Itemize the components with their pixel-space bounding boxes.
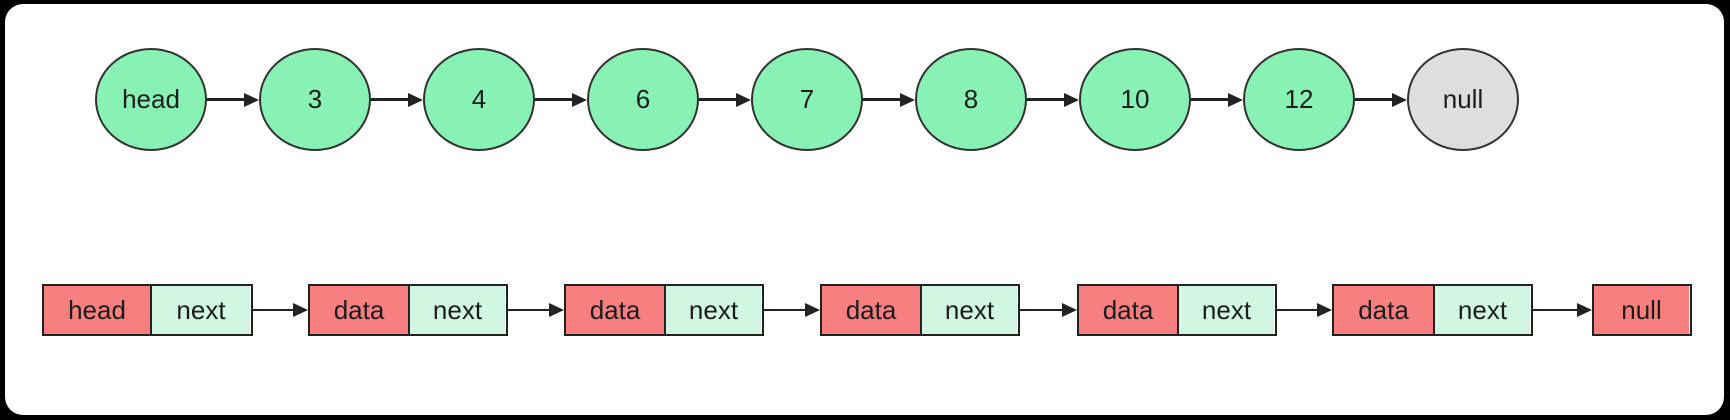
arrow-shaft [1191,98,1228,101]
memory-cell-label: next [1201,294,1252,325]
arrow-head [1064,92,1079,107]
memory-cell-next: next [408,286,505,334]
memory-node-head: head next [42,284,253,336]
circle-node-4: 4 [423,48,535,151]
arrow-shaft [699,98,736,101]
top-arrow-icon [207,92,259,107]
circle-node-label: 3 [307,84,323,114]
arrow-head [736,92,751,107]
memory-cell-label: next [944,294,995,325]
memory-node-data: data next [564,284,764,336]
arrow-head [1062,303,1077,317]
arrow-shaft [1020,308,1062,312]
arrow-shaft [1027,98,1064,101]
memory-node-data: data next [820,284,1020,336]
circle-node-12: 12 [1243,48,1355,151]
memory-cell-label: data [333,294,385,325]
circle-node-head: head [95,48,207,151]
circle-node-label: 6 [635,84,651,114]
circle-node-null: null [1407,48,1519,151]
arrow-head [900,92,915,107]
arrow-shaft [253,308,293,312]
memory-cell-data: data [1334,286,1433,334]
memory-cell-label: data [589,294,641,325]
memory-cell-label: data [1102,294,1154,325]
arrow-shaft [1533,308,1577,312]
arrow-shaft [508,308,549,312]
top-arrow-icon [863,92,915,107]
bottom-arrow-icon [1020,303,1077,317]
arrow-head [293,303,308,317]
memory-cell-null: null [1594,286,1689,334]
arrow-shaft [1277,308,1317,312]
circle-node-10: 10 [1079,48,1191,151]
bottom-arrow-icon [508,303,564,317]
circle-node-8: 8 [915,48,1027,151]
arrow-head [549,303,564,317]
arrow-head [572,92,587,107]
memory-node-data: data next [1332,284,1533,336]
memory-cell-next: next [1177,286,1274,334]
circle-node-label: null [1442,84,1484,114]
memory-cell-label: data [1358,294,1409,325]
arrow-head [805,303,820,317]
memory-cell-label: next [432,294,483,325]
top-arrow-icon [371,92,423,107]
circle-node-7: 7 [751,48,863,151]
arrow-head [244,92,259,107]
memory-cell-head: head [44,286,150,334]
arrow-head [408,92,423,107]
bottom-arrow-icon [764,303,820,317]
memory-cell-data: data [1079,286,1177,334]
memory-node-null: null [1592,284,1692,336]
bottom-arrow-icon [1533,303,1592,317]
memory-cell-next: next [920,286,1017,334]
memory-cell-label: head [68,294,126,325]
circle-node-6: 6 [587,48,699,151]
memory-cell-label: data [845,294,897,325]
arrow-shaft [535,98,572,101]
memory-cell-next: next [664,286,761,334]
top-arrow-icon [535,92,587,107]
memory-cell-label: next [688,294,739,325]
memory-cell-label: null [1621,294,1662,325]
arrow-head [1317,303,1332,317]
memory-cell-label: next [176,294,226,325]
circle-node-3: 3 [259,48,371,151]
arrow-head [1392,92,1407,107]
memory-cell-next: next [150,286,250,334]
diagram-canvas: head 3 4 6 7 8 10 12 null head next data next data ne… [5,4,1724,415]
top-arrow-icon [699,92,751,107]
memory-cell-data: data [310,286,408,334]
circle-node-label: head [122,84,180,114]
arrow-shaft [764,308,805,312]
memory-cell-data: data [566,286,664,334]
memory-cell-data: data [822,286,920,334]
circle-node-label: 10 [1120,84,1150,114]
arrow-shaft [863,98,900,101]
memory-cell-next: next [1433,286,1530,334]
circle-node-label: 4 [471,84,487,114]
arrow-shaft [371,98,408,101]
circle-node-label: 12 [1284,84,1314,114]
bottom-arrow-icon [253,303,308,317]
top-arrow-icon [1355,92,1407,107]
arrow-shaft [207,98,244,101]
memory-node-data: data next [308,284,508,336]
circle-node-label: 8 [963,84,979,114]
memory-node-data: data next [1077,284,1277,336]
top-arrow-icon [1191,92,1243,107]
arrow-head [1577,303,1592,317]
circle-node-label: 7 [799,84,815,114]
arrow-head [1228,92,1243,107]
arrow-shaft [1355,98,1392,101]
memory-cell-label: next [1457,294,1508,325]
top-arrow-icon [1027,92,1079,107]
bottom-arrow-icon [1277,303,1332,317]
